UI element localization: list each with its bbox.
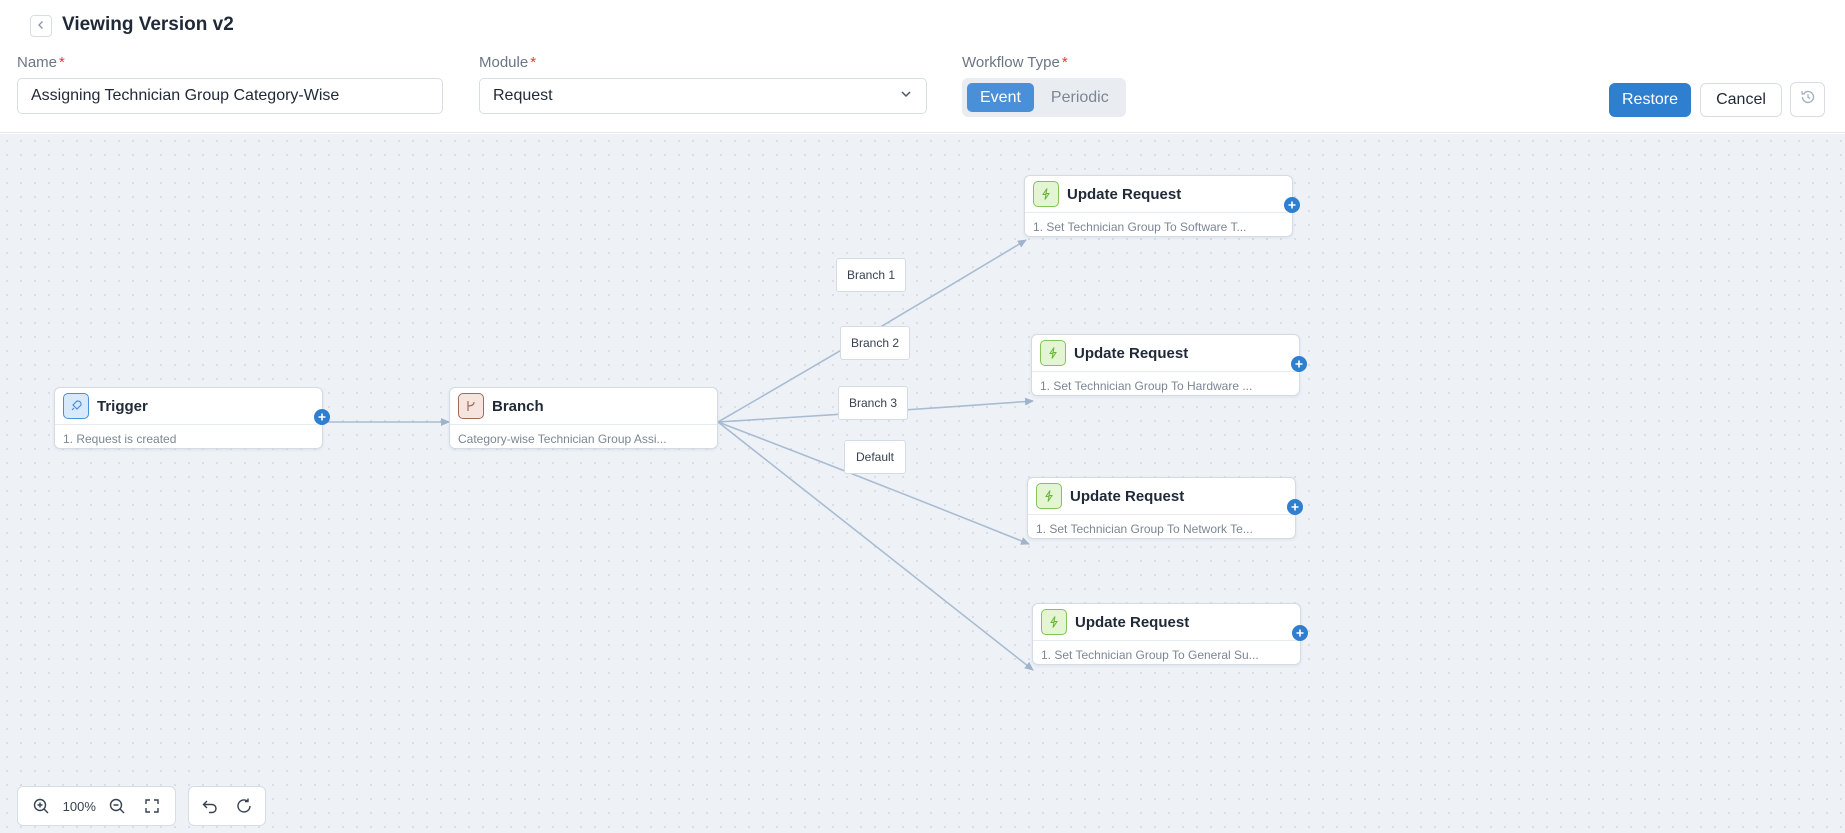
restore-button[interactable]: Restore: [1609, 83, 1691, 117]
name-input-value: Assigning Technician Group Category-Wise: [31, 87, 340, 104]
workflow-type-periodic[interactable]: Periodic: [1050, 88, 1109, 106]
fit-screen-icon[interactable]: [139, 793, 165, 819]
trigger-node-header: Trigger: [55, 388, 322, 425]
action-node-subtitle: 1. Set Technician Group To Network Te...: [1036, 522, 1253, 536]
lightning-icon: [1041, 609, 1067, 635]
branch-node-subtitle: Category-wise Technician Group Assi...: [458, 432, 667, 446]
workflow-type-toggle: Event Periodic: [962, 78, 1126, 117]
workflow-canvas[interactable]: Trigger 1. Request is created Branch Cat…: [0, 134, 1845, 833]
name-label-text: Name: [17, 54, 58, 71]
add-step-button[interactable]: [1284, 197, 1300, 213]
undo-icon[interactable]: [197, 793, 223, 819]
action-node[interactable]: Update Request 1. Set Technician Group T…: [1024, 175, 1300, 237]
branch-label-1[interactable]: Branch 1: [836, 258, 906, 292]
action-node-header: Update Request: [1025, 176, 1292, 213]
name-input[interactable]: Assigning Technician Group Category-Wise: [17, 78, 443, 114]
add-step-button[interactable]: [314, 409, 330, 425]
workflow-type-label-text: Workflow Type: [962, 54, 1060, 71]
action-node-header: Update Request: [1032, 335, 1299, 372]
workflow-header: Viewing Version v2 Name* Assigning Techn…: [0, 0, 1845, 133]
chevron-left-icon: [36, 17, 46, 35]
edge-branch-3: [717, 421, 1030, 545]
plus-icon: [1291, 503, 1299, 511]
action-node-subtitle: 1. Set Technician Group To General Su...: [1041, 648, 1259, 662]
action-node-title: Update Request: [1075, 613, 1190, 631]
cancel-button[interactable]: Cancel: [1700, 83, 1782, 117]
plus-icon: [1295, 360, 1303, 368]
workflow-type-label: Workflow Type*: [962, 54, 1068, 71]
module-label: Module*: [479, 54, 536, 71]
action-node[interactable]: Update Request 1. Set Technician Group T…: [1031, 334, 1307, 396]
add-step-button[interactable]: [1287, 499, 1303, 515]
add-step-button[interactable]: [1292, 625, 1308, 641]
version-history-button[interactable]: [1790, 82, 1825, 117]
plus-icon: [1288, 201, 1296, 209]
plus-icon: [1296, 629, 1304, 637]
workflow-type-event[interactable]: Event: [967, 83, 1034, 112]
required-marker: *: [530, 54, 537, 71]
required-marker: *: [59, 54, 65, 71]
chevron-down-icon: [899, 87, 913, 106]
lightning-icon: [1036, 483, 1062, 509]
branch-label-3[interactable]: Branch 3: [838, 386, 908, 420]
lightning-icon: [1040, 340, 1066, 366]
plus-icon: [318, 413, 326, 421]
history-icon: [1799, 88, 1817, 111]
branch-label-default[interactable]: Default: [844, 440, 906, 474]
trigger-node[interactable]: Trigger 1. Request is created: [54, 387, 330, 449]
undo-redo-controls: [188, 786, 266, 826]
branch-node[interactable]: Branch Category-wise Technician Group As…: [449, 387, 718, 449]
branch-label-2[interactable]: Branch 2: [840, 326, 910, 360]
action-node-title: Update Request: [1067, 185, 1182, 203]
zoom-in-icon[interactable]: [28, 793, 54, 819]
module-select[interactable]: Request: [479, 78, 927, 114]
trigger-node-title: Trigger: [97, 397, 148, 415]
action-node-header: Update Request: [1028, 478, 1295, 515]
module-label-text: Module: [479, 54, 529, 71]
rocket-icon: [63, 393, 89, 419]
workflow-edges: [321, 239, 1034, 671]
zoom-level: 100%: [62, 798, 96, 814]
branch-node-title: Branch: [492, 397, 544, 415]
branch-icon: [458, 393, 484, 419]
add-step-button[interactable]: [1291, 356, 1307, 372]
action-node-title: Update Request: [1070, 487, 1185, 505]
action-node[interactable]: Update Request 1. Set Technician Group T…: [1027, 477, 1303, 539]
lightning-icon: [1033, 181, 1059, 207]
module-select-value: Request: [493, 87, 553, 104]
action-node-header: Update Request: [1033, 604, 1300, 641]
action-node-subtitle: 1. Set Technician Group To Software T...: [1033, 220, 1247, 234]
action-node[interactable]: Update Request 1. Set Technician Group T…: [1032, 603, 1308, 665]
edge-branch-default: [717, 421, 1034, 671]
branch-node-header: Branch: [450, 388, 717, 425]
redo-icon[interactable]: [231, 793, 257, 819]
back-button[interactable]: [30, 15, 52, 37]
name-label: Name*: [17, 54, 65, 71]
trigger-node-subtitle: 1. Request is created: [63, 432, 177, 446]
page-title: Viewing Version v2: [62, 14, 234, 35]
zoom-out-icon[interactable]: [104, 793, 130, 819]
required-marker: *: [1061, 54, 1068, 71]
action-node-subtitle: 1. Set Technician Group To Hardware ...: [1040, 379, 1253, 393]
zoom-controls: 100%: [17, 786, 176, 826]
action-node-title: Update Request: [1074, 344, 1189, 362]
